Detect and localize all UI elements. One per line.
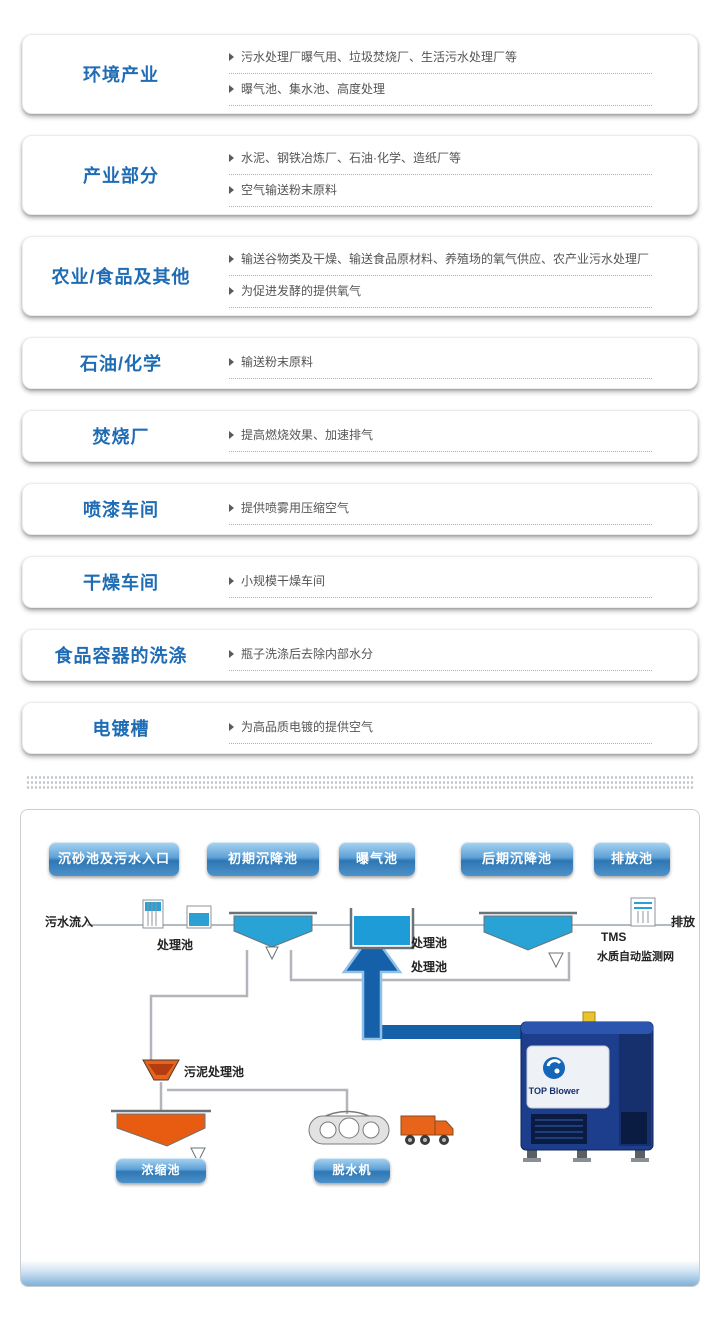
card-item: 污水处理厂曝气用、垃圾焚烧厂、生活污水处理厂等 bbox=[229, 42, 652, 74]
treatment-tank-label: 处理池 bbox=[411, 960, 448, 974]
stage-button-final-clarifier[interactable]: 后期沉降池 bbox=[461, 842, 573, 876]
process-diagram: TOP Blower 沉砂池及污水入口 初期沉降池 曝气池 后期沉降池 排放池 … bbox=[20, 809, 700, 1287]
card-industry: 产业部分 水泥、钢铁冶炼厂、石油·化学、造纸厂等 空气输送粉末原料 bbox=[22, 135, 698, 215]
treatment-tank-label: 处理池 bbox=[411, 936, 448, 950]
card-food-container-washing: 食品容器的洗涤 瓶子洗涤后去除内部水分 bbox=[22, 629, 698, 681]
card-environment: 环境产业 污水处理厂曝气用、垃圾焚烧厂、生活污水处理厂等 曝气池、集水池、高度处… bbox=[22, 34, 698, 114]
card-item-text: 为高品质电镀的提供空气 bbox=[241, 720, 374, 734]
bullet-arrow-icon bbox=[229, 504, 234, 512]
card-item-text: 输送谷物类及干燥、输送食品原材料、养殖场的氧气供应、农产业污水处理厂 bbox=[241, 252, 650, 266]
bullet-arrow-icon bbox=[229, 85, 234, 93]
tms-label: TMS bbox=[601, 930, 627, 944]
dewaterer-machine-icon bbox=[308, 1110, 390, 1145]
truck-icon bbox=[400, 1115, 454, 1145]
card-item: 水泥、钢铁冶炼厂、石油·化学、造纸厂等 bbox=[229, 143, 652, 175]
card-item: 输送谷物类及干燥、输送食品原材料、养殖场的氧气供应、农产业污水处理厂 bbox=[229, 244, 652, 276]
blower-machine: TOP Blower bbox=[520, 1011, 654, 1162]
treatment-tank-label: 处理池 bbox=[157, 938, 194, 952]
card-item-text: 输送粉末原料 bbox=[241, 355, 314, 369]
secondary-clarifier-icon bbox=[479, 911, 577, 969]
card-item-text: 瓶子洗涤后去除内部水分 bbox=[241, 647, 374, 661]
tms-network-label: 水质自动监测网 bbox=[597, 951, 674, 963]
card-items: 污水处理厂曝气用、垃圾焚烧厂、生活污水处理厂等 曝气池、集水池、高度处理 bbox=[219, 35, 697, 113]
stage-button-primary-clarifier[interactable]: 初期沉降池 bbox=[207, 842, 319, 876]
sludge-funnel-icon bbox=[142, 1059, 180, 1081]
card-item: 提高燃烧效果、加速排气 bbox=[229, 420, 652, 452]
applications-page: 环境产业 污水处理厂曝气用、垃圾焚烧厂、生活污水处理厂等 曝气池、集水池、高度处… bbox=[20, 34, 700, 1287]
card-title: 产业部分 bbox=[83, 166, 159, 186]
card-item: 瓶子洗涤后去除内部水分 bbox=[229, 639, 652, 671]
card-item: 空气输送粉末原料 bbox=[229, 175, 652, 207]
aeration-tank-icon bbox=[349, 908, 415, 950]
card-title: 食品容器的洗涤 bbox=[54, 646, 188, 666]
bullet-arrow-icon bbox=[229, 358, 234, 366]
bullet-arrow-icon bbox=[229, 723, 234, 731]
card-item-text: 为促进发酵的提供氧气 bbox=[241, 284, 362, 298]
card-title: 焚烧厂 bbox=[92, 427, 150, 447]
card-title: 干燥车间 bbox=[83, 573, 159, 593]
card-plating-tank: 电镀槽 为高品质电镀的提供空气 bbox=[22, 702, 698, 754]
card-items: 提高燃烧效果、加速排气 bbox=[219, 413, 697, 459]
card-agriculture-food: 农业/食品及其他 输送谷物类及干燥、输送食品原材料、养殖场的氧气供应、农产业污水… bbox=[22, 236, 698, 316]
card-drying: 干燥车间 小规模干燥车间 bbox=[22, 556, 698, 608]
bullet-arrow-icon bbox=[229, 255, 234, 263]
card-items: 为高品质电镀的提供空气 bbox=[219, 705, 697, 751]
card-title: 电镀槽 bbox=[92, 719, 150, 739]
card-item: 曝气池、集水池、高度处理 bbox=[229, 74, 652, 106]
card-item: 小规模干燥车间 bbox=[229, 566, 652, 598]
bullet-arrow-icon bbox=[229, 577, 234, 585]
card-item-text: 小规模干燥车间 bbox=[241, 574, 326, 588]
primary-clarifier-icon bbox=[229, 911, 317, 961]
card-items: 水泥、钢铁冶炼厂、石油·化学、造纸厂等 空气输送粉末原料 bbox=[219, 136, 697, 214]
bullet-arrow-icon bbox=[229, 186, 234, 194]
bullet-arrow-icon bbox=[229, 650, 234, 658]
discharge-label: 排放 bbox=[671, 915, 696, 929]
bullet-arrow-icon bbox=[229, 53, 234, 61]
card-item-text: 水泥、钢铁冶炼厂、石油·化学、造纸厂等 bbox=[241, 151, 461, 165]
card-item: 为促进发酵的提供氧气 bbox=[229, 276, 652, 308]
bullet-arrow-icon bbox=[229, 154, 234, 162]
inlet-screen-icon bbox=[142, 899, 164, 929]
card-items: 输送谷物类及干燥、输送食品原材料、养殖场的氧气供应、农产业污水处理厂 为促进发酵… bbox=[219, 237, 697, 315]
card-item-text: 提供喷雾用压缩空气 bbox=[241, 501, 350, 515]
dotted-divider bbox=[26, 775, 694, 789]
bullet-arrow-icon bbox=[229, 431, 234, 439]
card-item-text: 曝气池、集水池、高度处理 bbox=[241, 82, 386, 96]
blower-brand-label: TOP Blower bbox=[529, 1086, 580, 1096]
card-paint-shop: 喷漆车间 提供喷雾用压缩空气 bbox=[22, 483, 698, 535]
card-item: 提供喷雾用压缩空气 bbox=[229, 493, 652, 525]
sludge-tank-label: 污泥处理池 bbox=[184, 1065, 245, 1079]
stage-button-discharge-tank[interactable]: 排放池 bbox=[594, 842, 670, 876]
bullet-arrow-icon bbox=[229, 287, 234, 295]
card-item-text: 提高燃烧效果、加速排气 bbox=[241, 428, 374, 442]
sludge-return-pipes bbox=[149, 950, 571, 1114]
card-item: 为高品质电镀的提供空气 bbox=[229, 712, 652, 744]
diagram-footer-gradient bbox=[21, 1260, 699, 1286]
card-title: 环境产业 bbox=[83, 65, 159, 85]
card-items: 瓶子洗涤后去除内部水分 bbox=[219, 632, 697, 678]
card-item-text: 污水处理厂曝气用、垃圾焚烧厂、生活污水处理厂等 bbox=[241, 50, 518, 64]
dewaterer-button[interactable]: 脱水机 bbox=[314, 1158, 390, 1183]
card-title: 石油/化学 bbox=[79, 354, 162, 374]
process-flow-art: TOP Blower bbox=[87, 897, 673, 1164]
grit-tank-icon bbox=[186, 905, 212, 929]
thickener-tank-icon bbox=[111, 1109, 211, 1164]
card-title: 农业/食品及其他 bbox=[51, 267, 191, 287]
card-incineration: 焚烧厂 提高燃烧效果、加速排气 bbox=[22, 410, 698, 462]
card-items: 小规模干燥车间 bbox=[219, 559, 697, 605]
card-title: 喷漆车间 bbox=[83, 500, 159, 520]
card-item: 输送粉末原料 bbox=[229, 347, 652, 379]
card-items: 提供喷雾用压缩空气 bbox=[219, 486, 697, 532]
card-item-text: 空气输送粉末原料 bbox=[241, 183, 338, 197]
card-oil-chemical: 石油/化学 输送粉末原料 bbox=[22, 337, 698, 389]
inflow-label: 污水流入 bbox=[45, 915, 94, 929]
card-items: 输送粉末原料 bbox=[219, 340, 697, 386]
stage-button-grit-inlet[interactable]: 沉砂池及污水入口 bbox=[49, 842, 179, 876]
thickener-button[interactable]: 浓缩池 bbox=[116, 1158, 206, 1183]
stage-button-aeration-tank[interactable]: 曝气池 bbox=[339, 842, 415, 876]
outfall-icon bbox=[630, 897, 656, 927]
